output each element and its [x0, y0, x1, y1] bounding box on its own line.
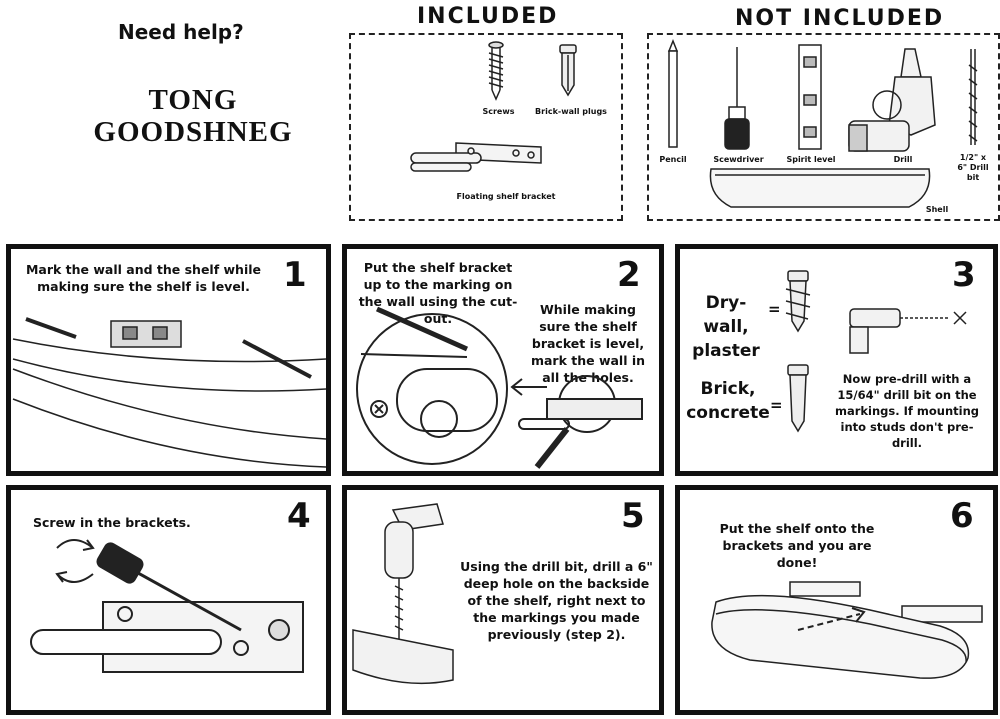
brick-label: Brick, concrete: [686, 379, 770, 423]
included-title: INCLUDED: [417, 4, 559, 29]
rotate-arrow-icon: [56, 539, 94, 549]
step-2-number: 2: [617, 255, 641, 295]
step-6-panel: Put the shelf onto the brackets and you …: [675, 485, 998, 715]
level-label: Spirit level: [786, 155, 836, 164]
step-3-panel: 3 Dry-wall, plaster = Brick, concrete = …: [675, 244, 998, 476]
step-3-illustration: [785, 270, 967, 433]
step-4-number: 4: [287, 496, 311, 536]
drill-icon: [848, 48, 936, 152]
step-2-text-b: While making sure the shelf bracket is l…: [530, 302, 646, 385]
concrete-plug-icon: [787, 364, 809, 433]
pencil-icon: [667, 38, 679, 148]
step-5-illustration: [352, 503, 454, 685]
screw-icon: [488, 41, 504, 101]
step-4-panel: Screw in the brackets. 4: [6, 485, 331, 715]
screwdriver-icon: [724, 47, 750, 150]
drill-bit-icon: [968, 49, 978, 145]
shelf-icon: [709, 168, 931, 208]
step-1-number: 1: [283, 255, 307, 295]
included-box: Screws Brick-wall plugs Floating shelf b…: [349, 33, 623, 221]
step-5-text: Using the drill bit, drill a 6" deep hol…: [460, 559, 653, 642]
help-heading: Need help?: [118, 20, 244, 44]
step-2-panel: Put the shelf bracket up to the marking …: [342, 244, 664, 476]
step-3-text: Now pre-drill with a 15/64" drill bit on…: [834, 372, 980, 450]
included-illustrations: [410, 41, 577, 172]
bracket-icon: [410, 142, 542, 172]
not-included-title: NOT INCLUDED: [735, 6, 945, 31]
step-2-illustration: [356, 306, 643, 469]
plugs-label: Brick-wall plugs: [535, 107, 607, 116]
drill-label: Drill: [893, 155, 913, 164]
bit-label: 1/2" x 6" Drill bit: [957, 153, 989, 182]
step-5-number: 5: [621, 496, 645, 536]
shelf-label: Shell: [925, 205, 949, 214]
brand-line-2: GOODSHNEG: [93, 116, 293, 148]
not-included-illustrations: [667, 38, 978, 208]
step-6-number: 6: [950, 496, 974, 536]
spirit-level-icon: [798, 44, 822, 150]
drywall-label: Dry-wall, plaster: [692, 293, 760, 361]
step-3-number: 3: [952, 255, 976, 295]
step-4-text: Screw in the brackets.: [33, 515, 191, 530]
screwdriver-label: Scewdriver: [713, 155, 764, 164]
drywall-anchor-icon: [785, 270, 811, 333]
step-6-illustration: [711, 581, 983, 679]
step-4-illustration: [30, 539, 304, 673]
step-1-panel: Mark the wall and the shelf while making…: [6, 244, 331, 476]
step-1-text: Mark the wall and the shelf while making…: [25, 262, 262, 294]
pencil-label: Pencil: [659, 155, 687, 164]
screws-label: Screws: [482, 107, 515, 116]
drywall-equals: =: [768, 300, 781, 318]
brick-equals: =: [770, 396, 783, 414]
not-included-box: Pencil Scewdriver Spirit level Drill 1/2…: [647, 33, 1000, 221]
step-5-panel: 5 Using the drill bit, drill a 6" deep h…: [342, 485, 664, 715]
wall-plug-icon: [559, 44, 577, 97]
step-1-illustration: [12, 317, 326, 468]
brand-line-1: TONG: [148, 84, 238, 116]
step-6-text: Put the shelf onto the brackets and you …: [719, 521, 875, 570]
step-2-text-a: Put the shelf bracket up to the marking …: [358, 260, 518, 326]
bracket-label: Floating shelf bracket: [456, 192, 556, 201]
brand-name: TONG GOODSHNEG: [88, 84, 298, 148]
no-drill-icon: [849, 308, 967, 354]
